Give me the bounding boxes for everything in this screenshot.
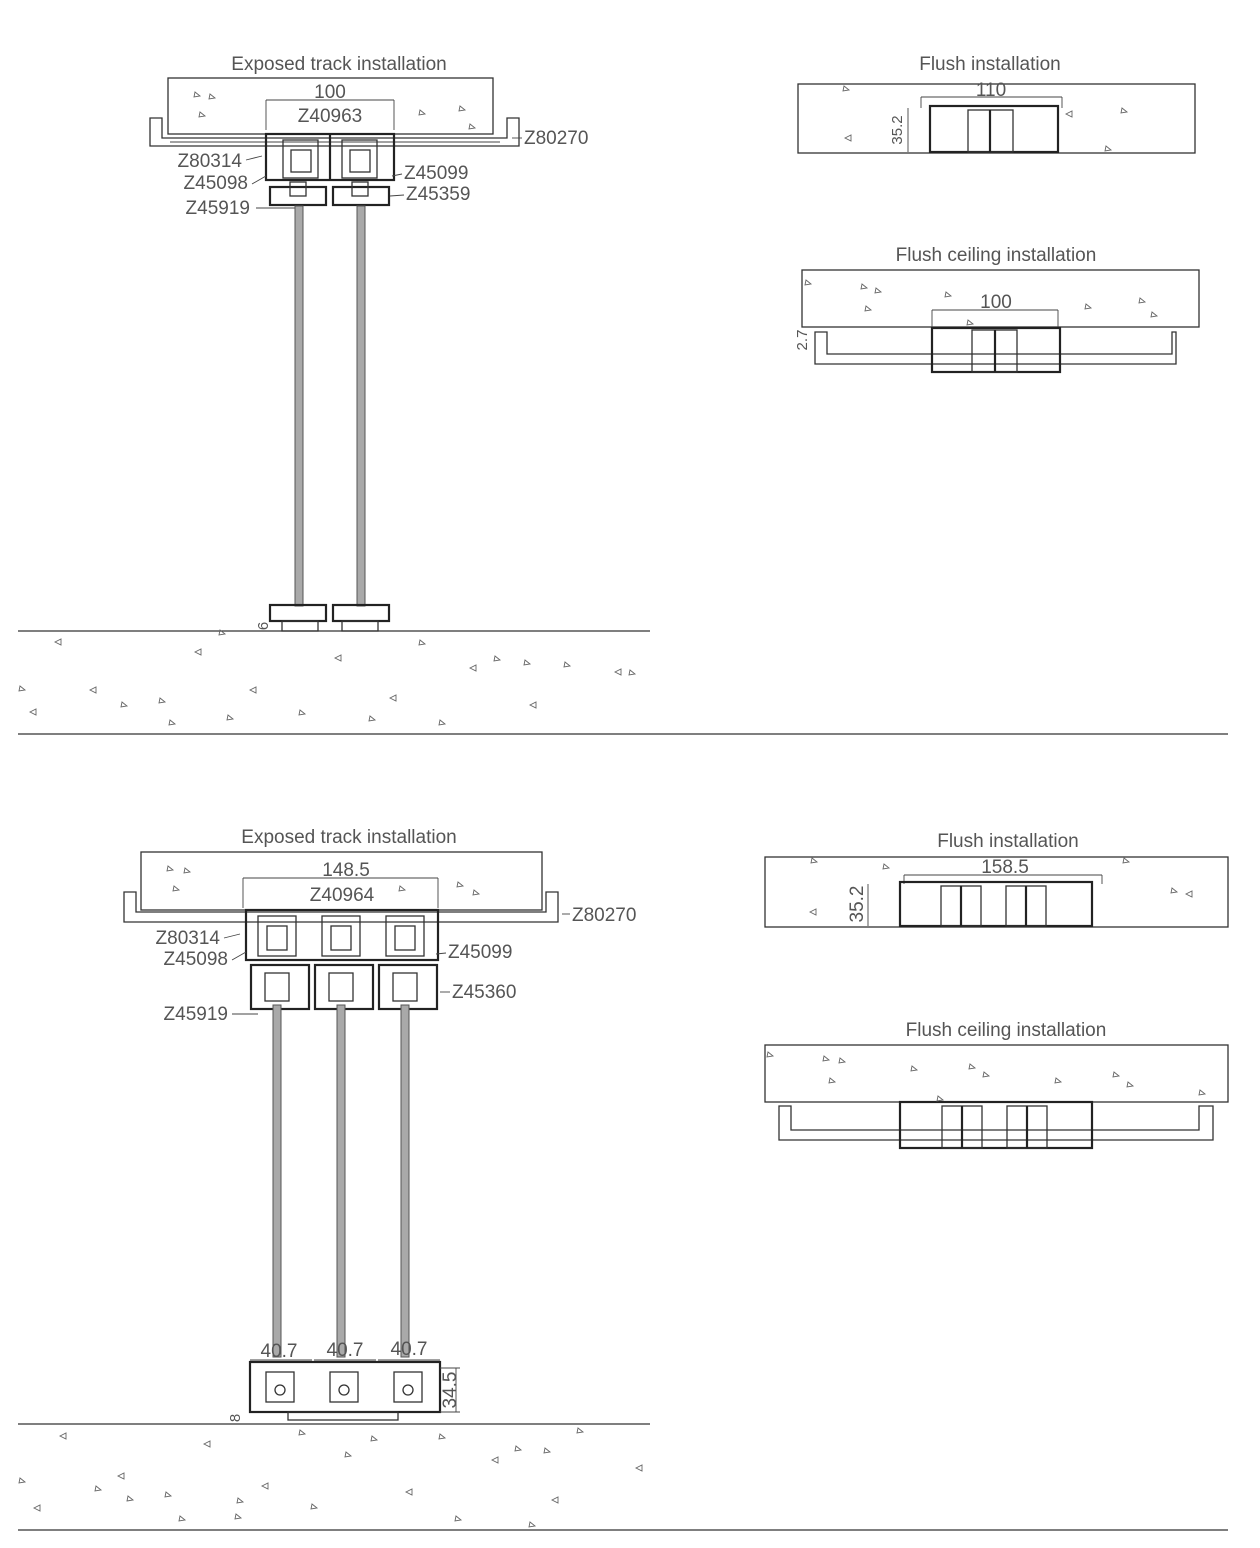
top-bracket-profile xyxy=(149,117,520,147)
top-flush-width-dim: 110 xyxy=(976,80,1006,101)
bottom-dim-3: 40.7 xyxy=(391,1339,428,1360)
top-flush-ceiling-title: Flush ceiling installation xyxy=(896,245,1097,266)
top-flush-ceiling-width-dim: 100 xyxy=(980,292,1012,313)
bottom-guide-3 xyxy=(377,963,439,1011)
bottom-guide-2 xyxy=(313,963,375,1011)
top-exposed-track-code: Z40963 xyxy=(298,106,362,127)
bottom-flush-ceiling-track xyxy=(898,1100,1094,1150)
bottom-ceiling-hatch xyxy=(166,865,481,896)
top-flush-ceiling-bracket xyxy=(814,331,1177,365)
top-glass-panel-1 xyxy=(294,205,304,607)
bottom-flush-ceiling-title: Flush ceiling installation xyxy=(906,1020,1107,1041)
bottom-flush-ceiling-installation: Flush ceiling installation xyxy=(764,1020,1229,1150)
bottom-floor-hatch xyxy=(18,1427,643,1528)
bottom-guide-left-code: Z45919 xyxy=(164,1004,228,1025)
top-flush-title: Flush installation xyxy=(919,54,1061,75)
top-bracket-code: Z80270 xyxy=(524,128,588,149)
bottom-cover-code: Z80314 xyxy=(156,928,221,949)
bottom-bracket-profile xyxy=(123,891,559,923)
top-exposed-installation: Exposed track installation 100 Z40963 Z8… xyxy=(18,54,650,726)
top-floor-guide-right xyxy=(331,603,391,623)
top-exposed-width-dim: 100 xyxy=(314,82,346,103)
bottom-flush-track xyxy=(898,880,1094,928)
top-guide-right xyxy=(331,185,391,207)
bottom-end-code: Z45099 xyxy=(448,942,512,963)
bottom-dim-1: 40.7 xyxy=(261,1341,298,1362)
bottom-guide-1 xyxy=(249,963,311,1011)
top-ceiling-hatch xyxy=(193,91,477,130)
top-flush-ceiling-gap-dim: 2.7 xyxy=(794,330,811,351)
top-flush-height-dim: 35.2 xyxy=(889,115,906,144)
bottom-exposed-track-code: Z40964 xyxy=(310,885,375,906)
top-floor-guide-left xyxy=(268,603,328,623)
top-flush-ceiling-installation: Flush ceiling installation 100 2.7 xyxy=(794,245,1200,374)
bottom-exposed-installation: Exposed track installation 148.5 Z40964 … xyxy=(18,827,650,1528)
bottom-glass-panel-3 xyxy=(400,1004,410,1358)
top-flush-track xyxy=(928,104,1060,154)
bottom-flush-width-dim: 158.5 xyxy=(981,857,1029,878)
top-guide-right-code: Z45359 xyxy=(406,184,470,205)
bottom-bracket-code: Z80270 xyxy=(572,905,636,926)
top-glass-panel-2 xyxy=(356,205,366,607)
top-cover-code: Z80314 xyxy=(178,151,243,172)
bottom-exposed-width-dim: 148.5 xyxy=(322,860,370,881)
top-end-code: Z45099 xyxy=(404,163,468,184)
bottom-flush-ceiling-bracket xyxy=(778,1105,1214,1141)
bottom-track-body xyxy=(244,908,440,962)
top-guide-left-code: Z45919 xyxy=(186,198,250,219)
top-exposed-title: Exposed track installation xyxy=(231,54,446,75)
bottom-height-dim: 34.5 xyxy=(440,1372,461,1409)
bottom-flush-title: Flush installation xyxy=(937,831,1079,852)
bottom-guide-right-code: Z45360 xyxy=(452,982,516,1003)
top-carrier-code: Z45098 xyxy=(184,173,248,194)
top-floor-gap-dim: 6 xyxy=(255,622,272,630)
bottom-dim-2: 40.7 xyxy=(327,1340,364,1361)
bottom-glass-panel-1 xyxy=(272,1004,282,1358)
top-flush-installation: Flush installation 110 35.2 xyxy=(797,54,1196,154)
bottom-floor-gap-dim: 8 xyxy=(227,1414,244,1422)
bottom-exposed-title: Exposed track installation xyxy=(241,827,456,848)
top-floor-hatch xyxy=(18,629,637,726)
bottom-flush-installation: Flush installation 158.5 35.2 xyxy=(764,831,1229,928)
bottom-flush-ceiling-slab xyxy=(764,1044,1229,1103)
bottom-glass-panel-2 xyxy=(336,1004,346,1358)
bottom-carrier-code: Z45098 xyxy=(164,949,228,970)
bottom-flush-height-dim: 35.2 xyxy=(847,886,868,923)
top-guide-left xyxy=(268,185,328,207)
